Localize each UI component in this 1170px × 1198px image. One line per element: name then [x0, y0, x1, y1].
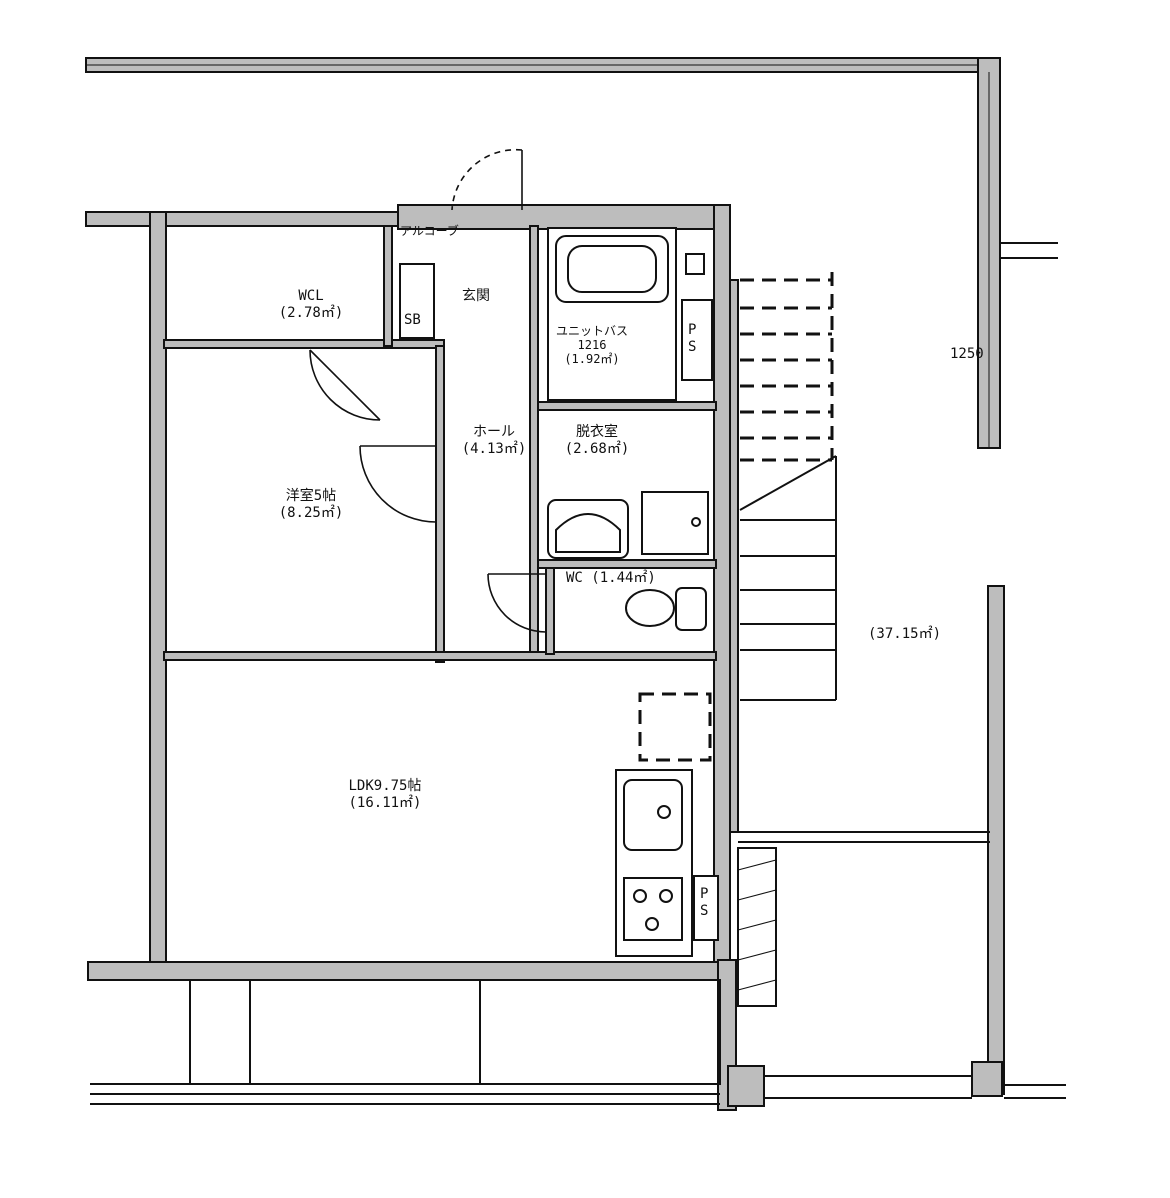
hatched-void	[737, 847, 777, 1007]
pipe-shaft-lower	[693, 875, 719, 941]
entrance-door	[451, 148, 523, 211]
ps-lower-p: P	[700, 886, 709, 902]
alcove-label: アルコーブ	[400, 224, 459, 238]
hall-label: ホール (4.13㎡)	[452, 424, 536, 458]
dressing-label: 脱衣室 (2.68㎡)	[552, 424, 642, 458]
toilet-fixture	[625, 587, 707, 631]
wcl-label: WCL (2.78㎡)	[266, 288, 356, 322]
ldk-name: LDK9.75帖	[348, 778, 422, 794]
ps-upper-label: P S	[688, 322, 696, 356]
sb-label: SB	[404, 312, 421, 328]
kitchen-counter	[615, 769, 693, 957]
dimension-label: 1250	[950, 346, 984, 362]
unit-bath-name: ユニットバス	[555, 324, 628, 338]
ps-lower-s: S	[700, 903, 709, 919]
staircase	[729, 272, 837, 833]
refrigerator-space	[638, 692, 712, 762]
hall-name: ホール	[473, 424, 515, 440]
washroom-fixtures	[547, 491, 709, 559]
unit-bath-label: ユニットバス 1216 (1.92㎡)	[552, 324, 632, 366]
shoe-box	[399, 263, 435, 339]
wc-door	[487, 573, 547, 633]
western-room-area: (8.25㎡)	[278, 505, 344, 521]
wcl-area: (2.78㎡)	[278, 305, 344, 321]
balcony	[90, 979, 972, 1105]
dressing-area: (2.68㎡)	[564, 441, 630, 457]
ldk-label: LDK9.75帖 (16.11㎡)	[330, 778, 440, 812]
western-room-name: 洋室5帖	[285, 488, 337, 504]
wcl-door	[309, 349, 381, 421]
ldk-area: (16.11㎡)	[348, 795, 422, 811]
wcl-name: WCL	[298, 288, 324, 304]
genkan-label: 玄関	[462, 288, 490, 304]
western-room-label: 洋室5帖 (8.25㎡)	[266, 488, 356, 522]
interior-walls	[163, 225, 717, 663]
top-railing	[85, 57, 1058, 449]
unit-bath-fixtures	[547, 227, 705, 401]
dressing-name: 脱衣室	[576, 424, 618, 440]
pipe-shaft-upper	[681, 299, 713, 381]
unit-bath-size: 1216	[577, 338, 607, 352]
unit-bath-area: (1.92㎡)	[564, 352, 620, 366]
ps-lower-label: P S	[700, 886, 708, 920]
ps-upper-p: P	[688, 322, 697, 338]
ps-upper-s: S	[688, 339, 697, 355]
western-room-door	[359, 445, 437, 523]
hall-area: (4.13㎡)	[461, 441, 527, 457]
terrace-right-wall	[971, 585, 1066, 1099]
terrace-area-label: (37.15㎡)	[868, 626, 942, 642]
unit-outer-walls	[85, 204, 765, 1111]
wc-label: WC (1.44㎡)	[566, 570, 656, 586]
terrace-partition	[738, 831, 990, 843]
